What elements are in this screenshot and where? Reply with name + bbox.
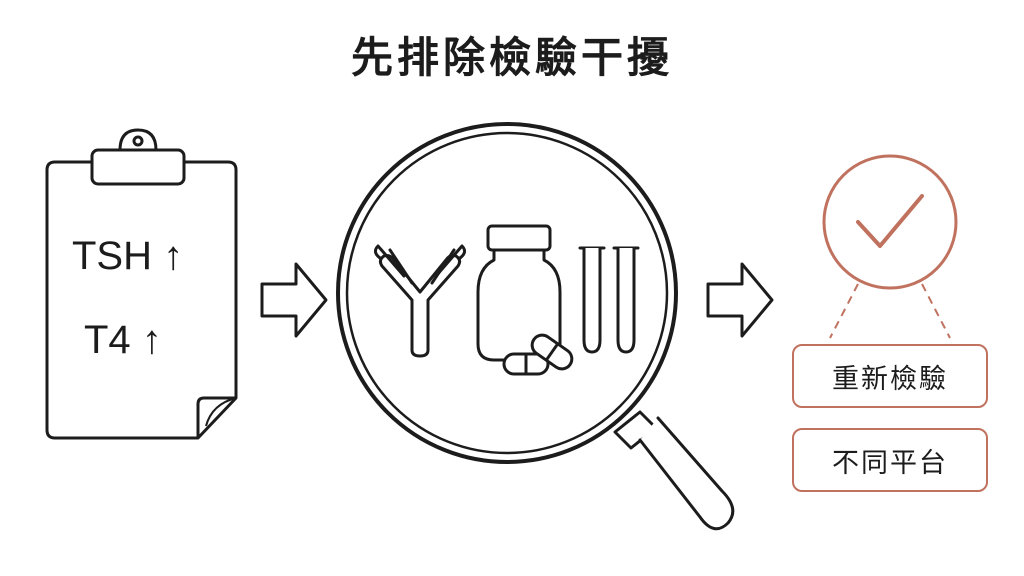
page-title: 先排除檢驗干擾 — [350, 33, 673, 82]
antibody-icon — [373, 244, 467, 358]
test-tube-icon — [578, 246, 640, 354]
arrow-right-icon — [260, 262, 328, 338]
capsule-icon — [502, 333, 574, 376]
magnifier-icon — [336, 122, 735, 531]
action-retest: 重新檢驗 — [792, 344, 988, 408]
dashed-connector — [829, 283, 951, 339]
action-different-platform: 不同平台 — [792, 428, 988, 492]
clipboard-icon — [45, 128, 238, 440]
lab-result-t4: T4 ↑ — [84, 318, 162, 362]
check-circle-icon — [822, 154, 958, 290]
arrow-right-icon — [706, 262, 774, 338]
lab-result-tsh: TSH ↑ — [72, 234, 184, 278]
